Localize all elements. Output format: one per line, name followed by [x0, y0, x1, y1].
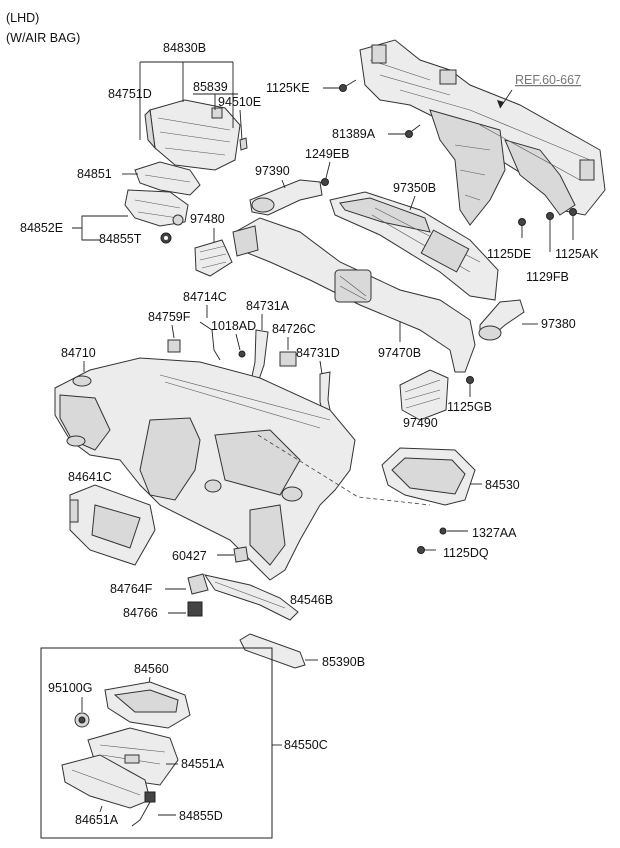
label-97480: 97480: [190, 212, 225, 226]
label-84759F: 84759F: [148, 310, 191, 324]
ref-arrow: [497, 100, 504, 108]
screw-1327AA-drawing: [439, 527, 447, 535]
header-airbag: (W/AIR BAG): [6, 31, 80, 45]
airbag-door-84530-drawing: [381, 447, 476, 506]
label-97470B: 97470B: [378, 346, 421, 360]
label-97380: 97380: [541, 317, 576, 331]
label-84751D: 84751D: [108, 87, 152, 101]
screw-1125KE-drawing: [339, 79, 357, 92]
label-1129FB: 1129FB: [526, 270, 569, 284]
label-84710: 84710: [61, 346, 96, 360]
label-84641C: 84641C: [68, 470, 112, 484]
label-84530: 84530: [485, 478, 520, 492]
glove-box-housing-84560-drawing: [104, 681, 191, 729]
label-84851: 84851: [77, 167, 112, 181]
cowl-cross-member-drawing: [359, 39, 606, 226]
screws-right-drawing: [518, 208, 577, 252]
leader-84731D: [319, 360, 323, 375]
label-94510E: 94510E: [218, 95, 261, 109]
lower-panel-84641C-drawing: [69, 484, 156, 566]
label-84764F: 84764F: [110, 582, 153, 596]
side-duct-97380-drawing: [478, 299, 525, 341]
glove-box-group-frame: [40, 647, 273, 839]
leader-84759F: [171, 324, 175, 339]
label-84855T: 84855T: [99, 232, 142, 246]
crash-pad-84710-drawing: [54, 357, 356, 581]
label-1125DE: 1125DE: [487, 247, 531, 261]
center-duct-97350B-drawing: [329, 191, 499, 301]
clip-60427-drawing: [233, 546, 249, 563]
label-84546B: 84546B: [290, 593, 333, 607]
grommet-84855T-drawing: [160, 232, 172, 244]
glove-box-door-84651A-drawing: [61, 754, 151, 809]
label-84731A: 84731A: [246, 299, 290, 313]
label-1125DQ: 1125DQ: [443, 546, 489, 560]
leader-1018AD: [235, 333, 241, 351]
label-84551A: 84551A: [181, 757, 225, 771]
screw-1018AD-drawing: [238, 350, 246, 358]
screw-81389A-drawing: [405, 124, 421, 138]
label-60427: 60427: [172, 549, 207, 563]
label-85839: 85839: [193, 80, 228, 94]
leader-94510E: [239, 109, 243, 141]
leader-84830B: [139, 61, 234, 140]
label-1125AK: 1125AK: [555, 247, 599, 261]
clip-84759F-drawing: [167, 339, 181, 353]
label-84550C: 84550C: [284, 738, 328, 752]
shroud-84851-drawing: [134, 161, 201, 196]
label-1249EB: 1249EB: [305, 147, 349, 161]
label-97490: 97490: [403, 416, 438, 430]
bracket-84546B-drawing: [203, 574, 299, 621]
label-84651A: 84651A: [75, 813, 119, 827]
shroud-84852E-drawing: [124, 189, 189, 227]
damper-84855D-drawing: [131, 791, 156, 827]
label-84830B: 84830B: [163, 41, 206, 55]
switch-84764F-drawing: [187, 573, 209, 595]
label-84855D: 84855D: [179, 809, 223, 823]
defroster-duct-97390-drawing: [249, 179, 323, 216]
label-84731D: 84731D: [296, 346, 340, 360]
side-vent-97480-drawing: [194, 239, 233, 277]
label-85390B: 85390B: [322, 655, 365, 669]
ref-label: REF.60-667: [515, 73, 581, 87]
header-lhd: (LHD): [6, 11, 39, 25]
leader-84852E: [72, 215, 128, 241]
label-84726C: 84726C: [272, 322, 316, 336]
lamp-95100G-drawing: [74, 712, 90, 728]
label-84560: 84560: [134, 662, 169, 676]
label-1327AA: 1327AA: [472, 526, 517, 540]
label-84714C: 84714C: [183, 290, 227, 304]
label-97350B: 97350B: [393, 181, 436, 195]
leader-85839: [193, 93, 238, 110]
cluster-facia-drawing: [144, 99, 248, 171]
main-duct-97470B-drawing: [232, 217, 476, 373]
label-95100G: 95100G: [48, 681, 92, 695]
label-97390: 97390: [255, 164, 290, 178]
label-81389A: 81389A: [332, 127, 376, 141]
label-1125KE: 1125KE: [266, 81, 310, 95]
clip-84726C-drawing: [279, 351, 297, 367]
leader-84651A: [99, 805, 103, 813]
screw-1125GB-drawing: [466, 376, 474, 397]
label-1125GB: 1125GB: [447, 400, 492, 414]
bracket-84714C-drawing: [199, 321, 221, 361]
label-84852E: 84852E: [20, 221, 63, 235]
screw-1125DQ-drawing: [417, 546, 436, 554]
label-84766: 84766: [123, 606, 158, 620]
leader-1249EB: [325, 161, 331, 179]
label-1018AD: 1018AD: [211, 319, 256, 333]
leader-97390: [281, 179, 286, 189]
vent-97490-drawing: [399, 369, 449, 421]
leader-97350B: [409, 195, 416, 211]
switch-84766-drawing: [187, 601, 203, 617]
